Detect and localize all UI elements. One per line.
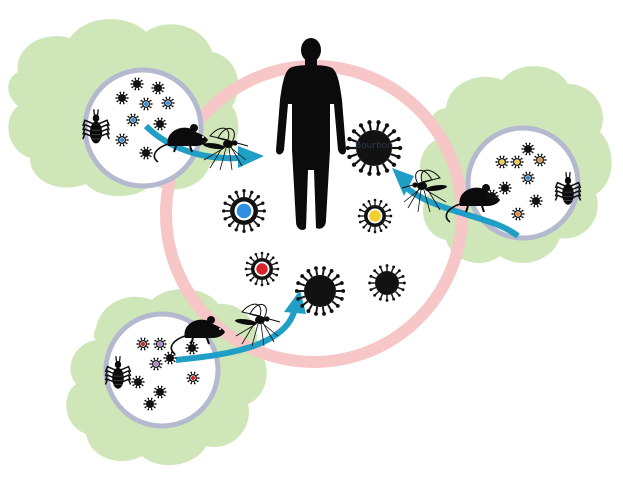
virus-icon-reservoir-tl-0 [115, 91, 129, 105]
virus-icon-reservoir-bl-5 [153, 385, 167, 399]
virus-icon-reservoir-tl-4 [153, 117, 167, 131]
virus-icon-center-large [345, 120, 403, 176]
virus-icon-reservoir-bl-2 [163, 351, 177, 365]
virus-icon-reservoir-r-8 [485, 189, 499, 203]
virus-icon-reservoir-tl-3 [126, 113, 140, 127]
virus-icon-reservoir-r-6 [511, 207, 525, 221]
virus-icon-reservoir-bl-6 [186, 371, 200, 385]
tick-layer [82, 109, 582, 389]
virus-icon-reservoir-bl-8 [185, 341, 199, 355]
virus-icon-reservoir-r-2 [533, 153, 547, 167]
center-virus-label: Bourbon [355, 141, 393, 151]
virus-icon-reservoir-bl-3 [149, 357, 163, 371]
arrow-bottom-left-to-human [175, 290, 306, 363]
arrow-top-left-to-human [143, 123, 264, 168]
human-silhouette-icon [276, 38, 346, 230]
virus-icon-reservoir-tl-8 [151, 81, 165, 95]
reservoir-ring-top-left [82, 67, 204, 189]
mosquito-layer [203, 127, 447, 347]
virus-icon-reservoir-tl-7 [130, 77, 144, 91]
virus-icon-blue-core [222, 189, 266, 233]
virus-icon-lower-center [294, 266, 346, 316]
virus-icon-reservoir-r-7 [521, 142, 535, 156]
virus-icon-reservoir-bl-0 [136, 337, 150, 351]
virus-icon-lower-right [368, 264, 406, 302]
mosquito-icon-bottom-left [235, 303, 281, 347]
arrow-right-to-human [392, 168, 520, 239]
virus-icon-yellow-core [357, 198, 393, 234]
virus-icon-reservoir-tl-1 [139, 97, 153, 111]
tick-icon-bottom-left [104, 356, 132, 389]
virus-icon-reservoir-r-1 [510, 155, 524, 169]
virus-icon-reservoir-r-5 [529, 194, 543, 208]
virus-icon-reservoir-r-0 [495, 155, 509, 169]
virus-icon-red-core [244, 251, 280, 287]
mosquito-icon-top-left [203, 127, 249, 171]
virus-icon-reservoir-bl-4 [131, 375, 145, 389]
virus-layer [115, 77, 547, 411]
rodent-icon-top-left [153, 124, 208, 163]
virus-icon-reservoir-r-3 [521, 171, 535, 185]
tick-icon-right [554, 172, 582, 205]
virus-icon-reservoir-bl-7 [143, 397, 157, 411]
tick-icon-top-left [82, 109, 110, 144]
virus-icon-reservoir-tl-6 [139, 146, 153, 160]
mosquito-icon-right [401, 169, 447, 213]
rodent-icon-bottom-left [170, 316, 225, 355]
virus-icon-reservoir-tl-5 [115, 133, 129, 147]
virus-icon-reservoir-bl-1 [153, 337, 167, 351]
virus-icon-reservoir-r-4 [498, 181, 512, 195]
virus-icon-reservoir-tl-2 [161, 96, 175, 110]
